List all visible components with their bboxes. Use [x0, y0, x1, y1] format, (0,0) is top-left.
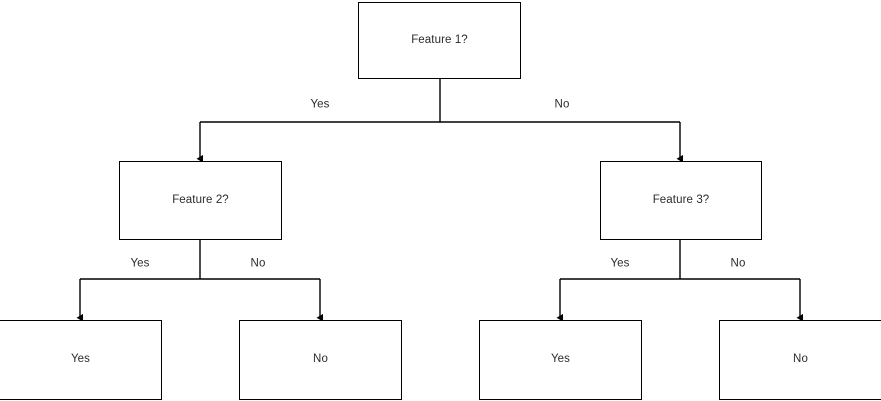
node-leaf-no-right[interactable]: No: [719, 320, 881, 400]
node-label: Yes: [550, 353, 571, 366]
node-leaf-no-left[interactable]: No: [239, 320, 402, 400]
edge-label-root-yes: Yes: [307, 99, 333, 111]
node-leaf-yes-right[interactable]: Yes: [479, 320, 642, 400]
node-label: No: [313, 353, 328, 366]
node-label: Feature 3?: [652, 193, 710, 206]
node-label: No: [793, 353, 808, 366]
node-root-feature1[interactable]: Feature 1?: [358, 2, 521, 79]
node-feature2[interactable]: Feature 2?: [119, 161, 282, 240]
edge-label-feature2-no: No: [247, 258, 269, 270]
node-leaf-yes-left[interactable]: Yes: [0, 320, 162, 400]
edge-label-feature3-yes: Yes: [607, 258, 633, 270]
edge-label-feature3-no: No: [727, 258, 749, 270]
edge-label-root-no: No: [551, 99, 573, 111]
node-label: Yes: [70, 353, 91, 366]
edge-label-feature2-yes: Yes: [127, 258, 153, 270]
node-label: Feature 2?: [172, 193, 229, 206]
node-feature3[interactable]: Feature 3?: [600, 161, 762, 240]
node-label: Feature 1?: [411, 33, 468, 46]
